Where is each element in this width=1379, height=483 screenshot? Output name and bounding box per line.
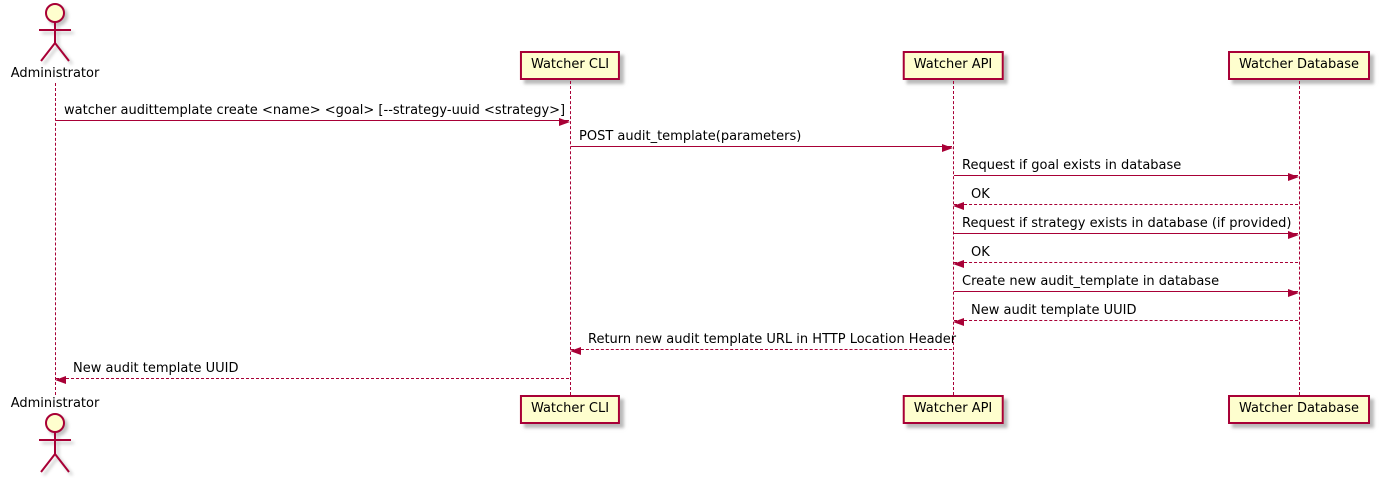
actor-icon <box>39 413 71 473</box>
participant-box-watcher-api-top: Watcher API <box>902 51 1004 80</box>
message-line <box>954 262 1298 263</box>
arrowhead-icon <box>559 118 570 126</box>
participant-box-watcher-cli-bottom: Watcher CLI <box>519 395 621 424</box>
message-label: New audit template UUID <box>73 361 239 376</box>
message: New audit template UUID <box>55 357 569 384</box>
message-line <box>571 146 952 147</box>
participant-box-watcher-database-top: Watcher Database <box>1228 51 1370 80</box>
message-label: POST audit_template(parameters) <box>579 129 802 144</box>
message: Request if goal exists in database <box>954 154 1299 181</box>
message-label: OK <box>971 187 990 202</box>
arrowhead-icon <box>570 347 581 355</box>
message-line <box>56 120 569 121</box>
message-label: OK <box>971 245 990 260</box>
lifeline-administrator <box>55 83 56 395</box>
message-label: Request if strategy exists in database (… <box>962 216 1292 231</box>
message-label: Request if goal exists in database <box>962 158 1182 173</box>
participant-box-watcher-cli-top: Watcher CLI <box>519 51 621 80</box>
message: New audit template UUID <box>953 299 1298 326</box>
message-line <box>954 175 1298 176</box>
message-label: watcher audittemplate create <name> <goa… <box>64 103 566 118</box>
message: watcher audittemplate create <name> <goa… <box>56 99 570 126</box>
message: OK <box>953 183 1298 210</box>
message-label: Return new audit template URL in HTTP Lo… <box>588 332 957 347</box>
lifeline-watcher-cli <box>570 81 571 395</box>
message-line <box>954 204 1298 205</box>
message: Request if strategy exists in database (… <box>954 212 1299 239</box>
lifeline-watcher-database <box>1299 81 1300 395</box>
message: OK <box>953 241 1298 268</box>
arrowhead-icon <box>55 376 66 384</box>
arrowhead-icon <box>1288 289 1299 297</box>
message-line <box>56 378 569 379</box>
arrowhead-icon <box>953 260 964 268</box>
message: Return new audit template URL in HTTP Lo… <box>570 328 956 355</box>
actor-label-administrator-top: Administrator <box>10 66 100 81</box>
participant-box-watcher-database-bottom: Watcher Database <box>1228 395 1370 424</box>
message: POST audit_template(parameters) <box>571 125 953 152</box>
message-line <box>954 233 1298 234</box>
arrowhead-icon <box>1288 231 1299 239</box>
message: Create new audit_template in database <box>954 270 1299 297</box>
participant-box-watcher-api-bottom: Watcher API <box>902 395 1004 424</box>
arrowhead-icon <box>1288 173 1299 181</box>
actor-label-administrator-bottom: Administrator <box>10 396 100 411</box>
message-line <box>954 291 1298 292</box>
actor-icon <box>39 3 71 62</box>
arrowhead-icon <box>953 202 964 210</box>
message-label: New audit template UUID <box>971 303 1137 318</box>
message-line <box>571 349 952 350</box>
message-label: Create new audit_template in database <box>962 274 1220 289</box>
arrowhead-icon <box>942 144 953 152</box>
arrowhead-icon <box>953 318 964 326</box>
lifeline-watcher-api <box>953 81 954 395</box>
message-line <box>954 320 1298 321</box>
